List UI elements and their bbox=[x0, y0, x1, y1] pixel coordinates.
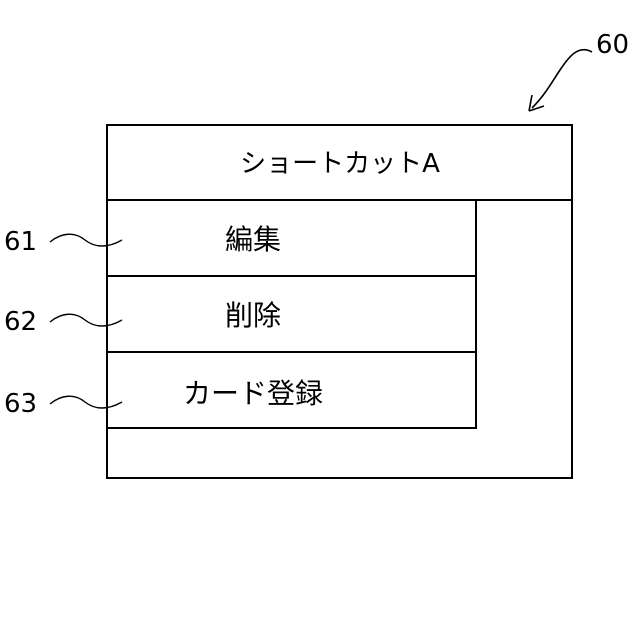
reference-numeral-63: 63 bbox=[4, 391, 37, 417]
reference-numeral-61: 61 bbox=[4, 229, 37, 255]
leader-line-60 bbox=[532, 50, 592, 108]
reference-numeral-60: 60 bbox=[596, 32, 629, 58]
menu-item-card-register[interactable]: カード登録 bbox=[108, 377, 398, 411]
menu-item-delete[interactable]: 削除 bbox=[108, 299, 398, 333]
menu-item-edit[interactable]: 編集 bbox=[108, 223, 398, 257]
reference-numeral-62: 62 bbox=[4, 309, 37, 335]
shortcut-title: ショートカットA bbox=[108, 148, 572, 180]
